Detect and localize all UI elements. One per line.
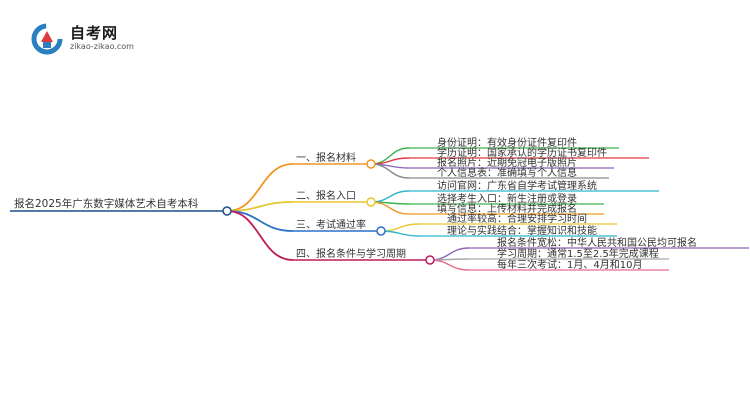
- leaf-label: 访问官网：广东省自学考试管理系统: [437, 179, 597, 192]
- branch-connector: [226, 163, 294, 212]
- leaf-label: 每年三次考试：1月、4月和10月: [497, 258, 642, 271]
- leaf-connector: [370, 190, 410, 203]
- leaf-label: 身份证明：有效身份证件复印件: [437, 136, 577, 149]
- logo-base-icon: [43, 42, 51, 48]
- leaf-label: 报名照片：近期免冠电子版照片: [437, 156, 577, 169]
- leaf-label: 通过率较高：合理安排学习时间: [447, 212, 587, 225]
- leaf-connector: [380, 230, 420, 237]
- leaf-connector: [380, 223, 420, 232]
- logo-url: zikao-zikao.com: [70, 42, 134, 51]
- leaf-label: 学历证明：国家承认的学历证书复印件: [437, 146, 607, 159]
- leaf-label: 学习周期：通常1.5至2.5年完成课程: [497, 247, 659, 260]
- branch-connector: [226, 210, 294, 232]
- leaf-connector: [370, 157, 410, 165]
- leaf-label: 选择考生入口：新生注册或登录: [437, 192, 577, 205]
- branch-label: 四、报名条件与学习周期: [296, 247, 406, 260]
- branch-label: 一、报名材料: [296, 151, 356, 164]
- branch-node-dot: [376, 226, 386, 236]
- leaf-label: 理论与实践结合：掌握知识和技能: [447, 224, 597, 237]
- branch-connector: [226, 210, 294, 261]
- leaf-connector: [429, 259, 470, 271]
- branch-node-dot: [425, 255, 435, 265]
- root-node-dot: [222, 206, 232, 216]
- branch-label: 二、报名入口: [296, 189, 356, 202]
- branch-node-dot: [366, 159, 376, 169]
- leaf-label: 个人信息表：准确填写个人信息: [437, 166, 577, 179]
- leaf-label: 报名条件宽松：中华人民共和国公民均可报名: [497, 236, 697, 249]
- logo-ring-icon: [31, 23, 63, 55]
- branch-node-dot: [366, 197, 376, 207]
- leaf-label: 填写信息：上传材料并完成报名: [437, 202, 577, 215]
- logo-mark-icon: [31, 23, 63, 55]
- leaf-connector: [429, 247, 470, 261]
- branch-label: 三、考试通过率: [296, 218, 366, 231]
- logo-cap-icon: [41, 31, 53, 42]
- site-logo[interactable]: 自考网 zikao-zikao.com: [30, 20, 140, 60]
- root-node-label: 报名2025年广东数字媒体艺术自考本科: [14, 197, 199, 210]
- logo-title: 自考网: [70, 24, 119, 42]
